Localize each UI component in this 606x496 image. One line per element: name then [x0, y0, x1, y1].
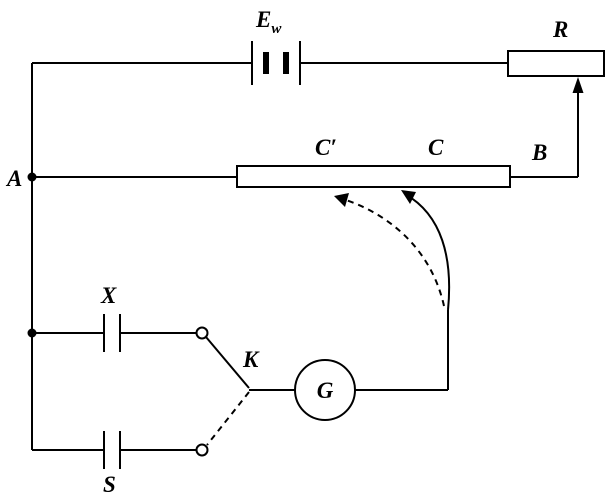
contact-arrow-solid	[401, 190, 416, 204]
capacitor-s-symbol	[103, 431, 121, 469]
label-battery: Ew	[255, 7, 282, 37]
label-capacitor-x: X	[100, 283, 117, 308]
resistor-box	[507, 50, 605, 77]
label-switch-k-text: K	[242, 347, 260, 372]
battery-symbol	[251, 41, 301, 85]
switch-blade-solid	[205, 336, 250, 389]
label-battery-sub: w	[271, 21, 282, 37]
label-node-a-text: A	[5, 166, 22, 191]
contact-arrow-dashed	[334, 193, 349, 207]
switch-blade-dashed	[206, 391, 250, 446]
label-capacitor-s: S	[103, 472, 116, 496]
junction-dot-a	[27, 172, 37, 182]
slide-wire-bar	[236, 165, 511, 188]
label-capacitor-s-text: S	[103, 472, 116, 496]
label-galvanometer-text: G	[317, 378, 334, 403]
label-battery-main: E	[255, 7, 271, 32]
label-node-a: A	[5, 166, 22, 191]
label-contact-prime: C′	[315, 135, 337, 160]
label-contact-text: C	[428, 135, 444, 160]
capacitor-x-symbol	[103, 314, 121, 352]
switch-k	[195, 326, 295, 457]
label-switch-k: K	[242, 347, 260, 372]
contact-curve-dashed	[339, 197, 445, 307]
switch-contact-upper	[195, 326, 209, 340]
label-node-b-text: B	[531, 140, 547, 165]
label-capacitor-x-text: X	[100, 283, 117, 308]
contact-curve-solid	[404, 193, 451, 311]
label-resistor: R	[552, 17, 568, 42]
label-contact: C	[428, 135, 444, 160]
resistor-wiper-arrow	[572, 77, 584, 93]
label-galvanometer: G	[317, 378, 334, 403]
switch-contact-lower	[195, 443, 209, 457]
label-node-b: B	[531, 140, 547, 165]
label-contact-prime-text: C′	[315, 135, 337, 160]
label-resistor-text: R	[552, 17, 568, 42]
